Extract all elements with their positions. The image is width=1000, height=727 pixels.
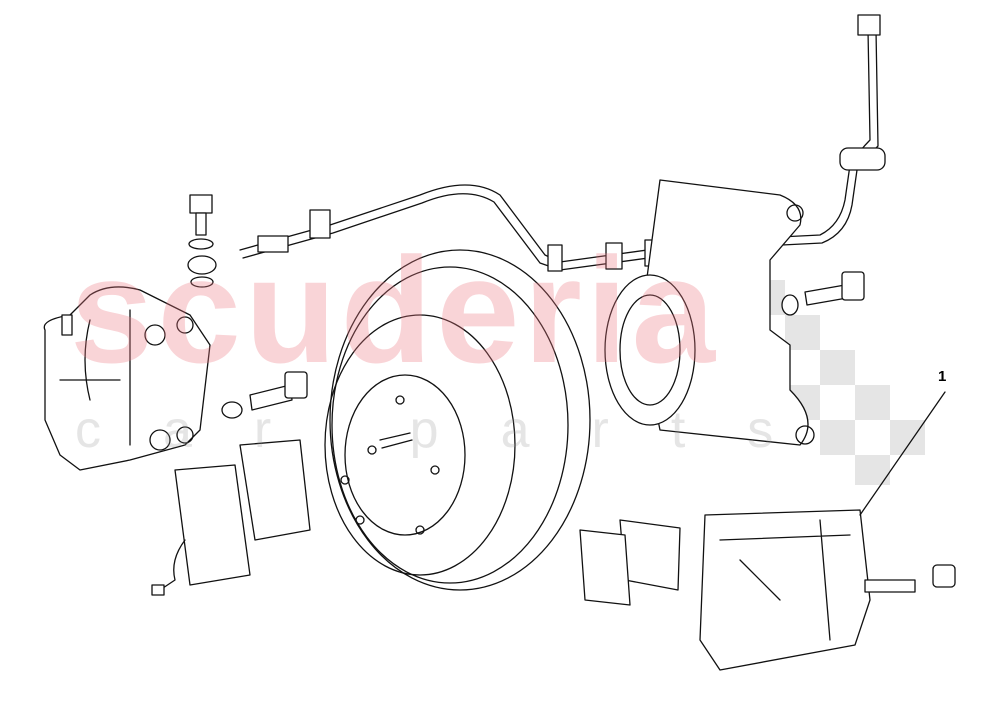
brake-disc-rotor <box>324 249 591 591</box>
knuckle-bolt <box>781 271 865 316</box>
front-brake-caliper <box>43 286 211 471</box>
callout-label-1[interactable]: 1 <box>938 368 947 385</box>
brake-pads-right <box>579 519 681 606</box>
caliper-bolt <box>221 371 308 419</box>
brake-pads-left <box>151 439 311 596</box>
banjo-bolt <box>187 194 217 288</box>
callout-1-leader-line <box>859 391 946 516</box>
brake-caliper-part-1 <box>699 509 956 671</box>
hub-carrier-knuckle <box>604 179 815 446</box>
